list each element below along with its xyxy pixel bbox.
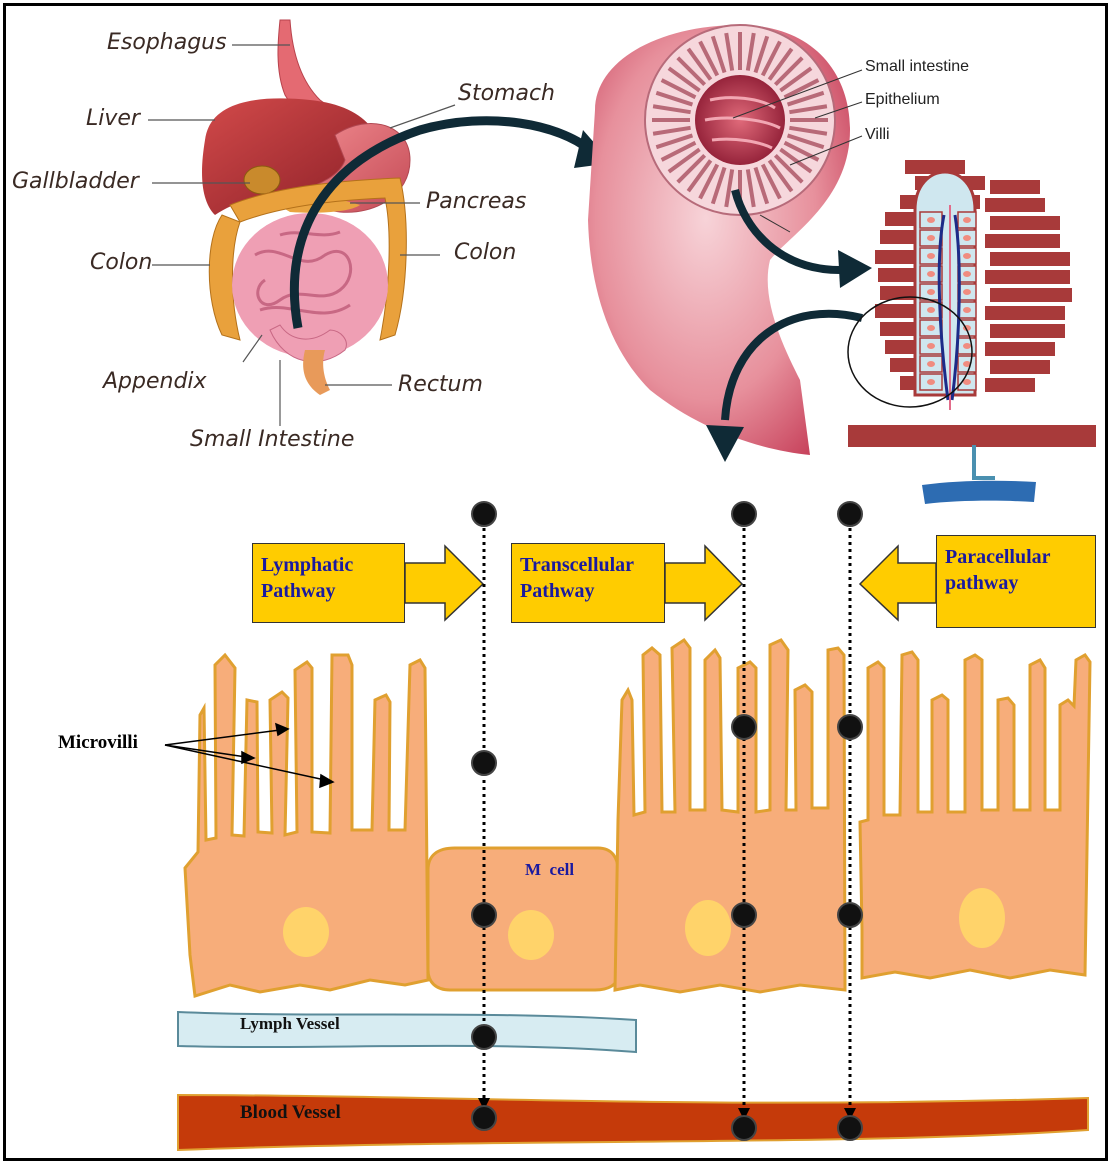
figure-border [3, 3, 1108, 1161]
